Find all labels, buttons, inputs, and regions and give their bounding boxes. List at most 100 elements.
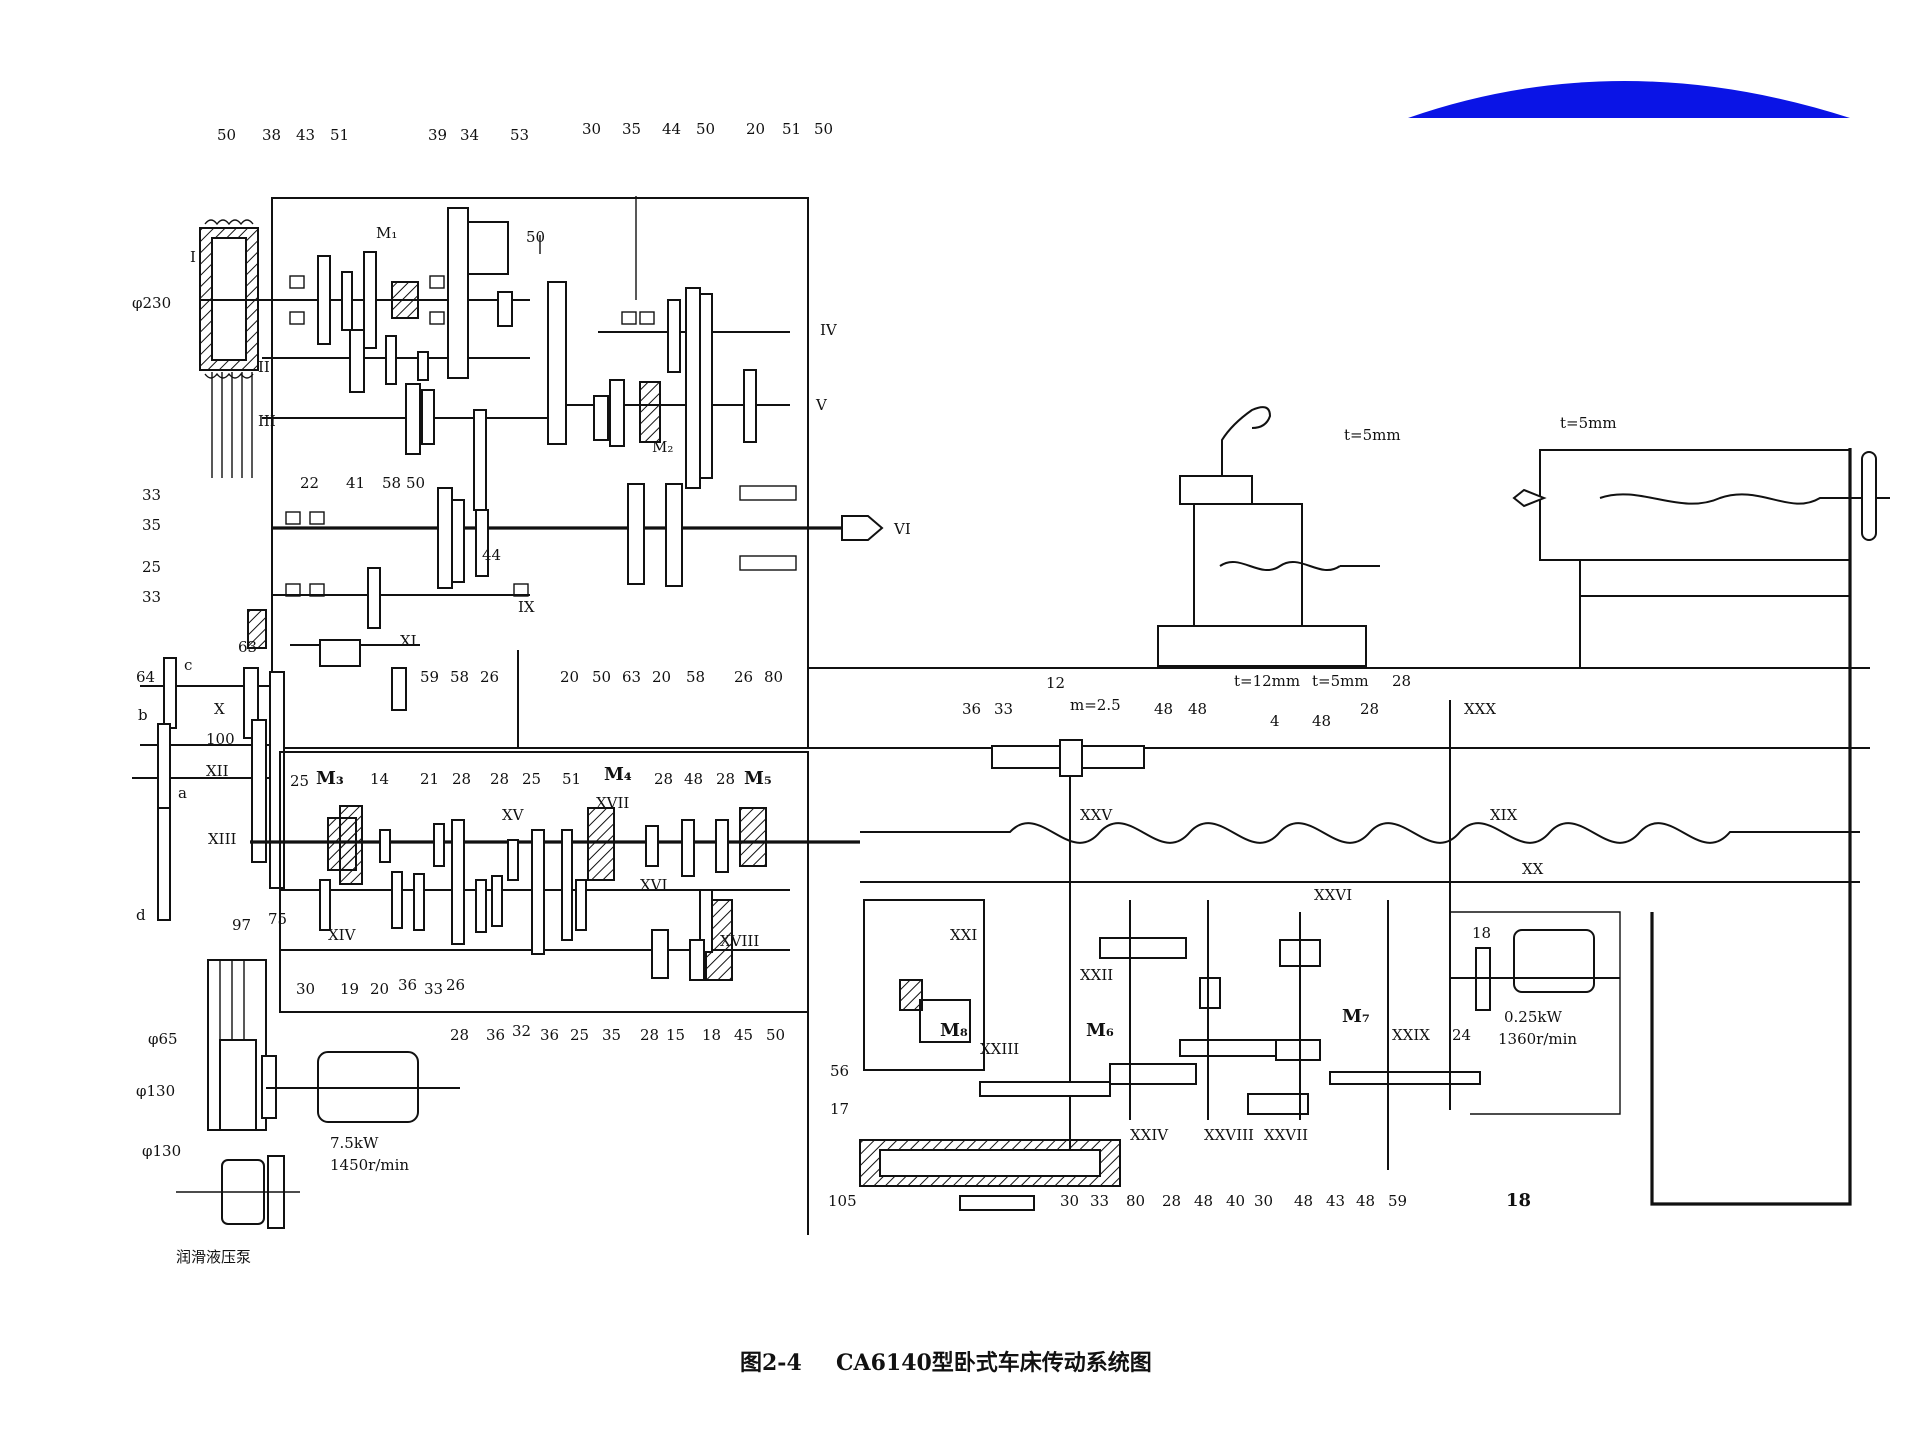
- gear-number: 19: [340, 980, 359, 998]
- shaft-label: XXI: [950, 926, 977, 944]
- apron-and-bed: [808, 406, 1890, 1211]
- gear-number: 20: [370, 980, 389, 998]
- compound-screw-pitch: t=5mm: [1560, 414, 1617, 432]
- shaft-label: XXVI: [1314, 886, 1352, 904]
- gear-number: 33: [142, 588, 161, 606]
- gear-number: 56: [830, 1062, 849, 1080]
- gear-number: 22: [300, 474, 319, 492]
- clutch-label: M₈: [940, 1020, 968, 1041]
- gear-number: 28: [450, 1026, 469, 1044]
- gear-number: 44: [482, 546, 501, 564]
- gear-number: 18: [1506, 1190, 1531, 1211]
- shaft-label: I: [190, 248, 196, 266]
- shaft-label: X: [214, 700, 225, 718]
- gear-number: 35: [622, 120, 641, 138]
- gear-number: 58: [450, 668, 469, 686]
- clutch-label: M₂: [652, 438, 673, 456]
- shaft-label: XXV: [1080, 806, 1113, 824]
- pump-label: 润滑液压泵: [176, 1248, 251, 1266]
- gear-number: 12: [1046, 674, 1065, 692]
- gear-number: 20: [560, 668, 579, 686]
- shaft-label: XXIII: [980, 1040, 1019, 1058]
- shaft-label: IX: [518, 598, 535, 616]
- headstock: [199, 196, 884, 749]
- gear-number: 80: [764, 668, 783, 686]
- gear-number: 33: [142, 486, 161, 504]
- gear-number: 28: [1392, 672, 1411, 690]
- gear-number: 14: [370, 770, 389, 788]
- shaft-label: III: [258, 412, 276, 430]
- shaft-label: XX: [1522, 860, 1544, 878]
- shaft-label: XV: [502, 806, 525, 824]
- gear-number: 48: [1188, 700, 1207, 718]
- pulley-label: φ130: [142, 1142, 181, 1160]
- gear-number: 51: [562, 770, 581, 788]
- gear-number: 51: [782, 120, 801, 138]
- clutch-label: M₁: [376, 224, 397, 242]
- gear-number: 20: [652, 668, 671, 686]
- gear-number: 28: [452, 770, 471, 788]
- gear-number: 28: [716, 770, 735, 788]
- lead-screw-pitch: t=12mm: [1234, 672, 1300, 690]
- clutch-label: M₅: [744, 768, 772, 789]
- pulley-label: φ130: [136, 1082, 175, 1100]
- gear-number: 30: [296, 980, 315, 998]
- gear-number: 41: [346, 474, 365, 492]
- pulley-label: φ230: [132, 294, 171, 312]
- gear-number: 28: [1162, 1192, 1181, 1210]
- gear-number: 21: [420, 770, 439, 788]
- shaft-label: XXIX: [1392, 1026, 1430, 1044]
- gear-number: 35: [142, 516, 161, 534]
- lead-screw-pitch-2: t=5mm: [1312, 672, 1369, 690]
- shaft-label: XXII: [1080, 966, 1113, 984]
- gear-number: 18: [702, 1026, 721, 1044]
- change-gear-label: 75: [268, 910, 287, 928]
- gear-number: 25: [522, 770, 541, 788]
- main-motor-power: 7.5kW: [330, 1134, 379, 1152]
- change-gear-label: 63: [238, 638, 257, 656]
- change-gear-label: c: [184, 656, 192, 674]
- gear-number: 32: [512, 1022, 531, 1040]
- gear-number: 26: [446, 976, 465, 994]
- clutch-label: M₇: [1342, 1006, 1370, 1027]
- gear-number: 30: [1060, 1192, 1079, 1210]
- gear-number: 51: [330, 126, 349, 144]
- gear-number: 48: [1294, 1192, 1313, 1210]
- shaft-label: XIII: [208, 830, 237, 848]
- gear-number: 30: [1254, 1192, 1273, 1210]
- gear-number: 80: [1126, 1192, 1145, 1210]
- shaft-label: XVIII: [720, 932, 759, 950]
- gear-number: 39: [428, 126, 447, 144]
- gear-number: 33: [994, 700, 1013, 718]
- change-gear-label: a: [178, 784, 187, 802]
- gear-number: 35: [602, 1026, 621, 1044]
- gear-number: 53: [510, 126, 529, 144]
- gear-number: 25: [570, 1026, 589, 1044]
- gear-number: 34: [460, 126, 479, 144]
- gear-number: 38: [262, 126, 281, 144]
- gear-number: 58: [686, 668, 705, 686]
- gear-number: 26: [734, 668, 753, 686]
- gear-number: 24: [1452, 1026, 1471, 1044]
- change-gear-train: [132, 657, 285, 921]
- gear-number: 58: [382, 474, 401, 492]
- gear-number: 43: [296, 126, 315, 144]
- caption-figure-number: 图2-4: [740, 1350, 802, 1376]
- gear-number: 50: [406, 474, 425, 492]
- gear-number: 33: [1090, 1192, 1109, 1210]
- rapid-motor-power: 0.25kW: [1504, 1008, 1562, 1026]
- shaft-label: XII: [206, 762, 229, 780]
- gear-number: 48: [1356, 1192, 1375, 1210]
- pulley-label: φ65: [148, 1030, 178, 1048]
- gear-number: 33: [424, 980, 443, 998]
- shaft-label: XIX: [1490, 806, 1518, 824]
- cross-screw-pitch: t=5mm: [1344, 426, 1401, 444]
- gear-number: 28: [1360, 700, 1379, 718]
- caption-title: CA6140型卧式车床传动系统图: [836, 1350, 1152, 1376]
- gear-number: 17: [830, 1100, 849, 1118]
- gear-number: 36: [398, 976, 417, 994]
- gear-number: 50: [526, 228, 545, 246]
- gear-number: 36: [540, 1026, 559, 1044]
- main-motor-speed: 1450r/min: [330, 1156, 409, 1174]
